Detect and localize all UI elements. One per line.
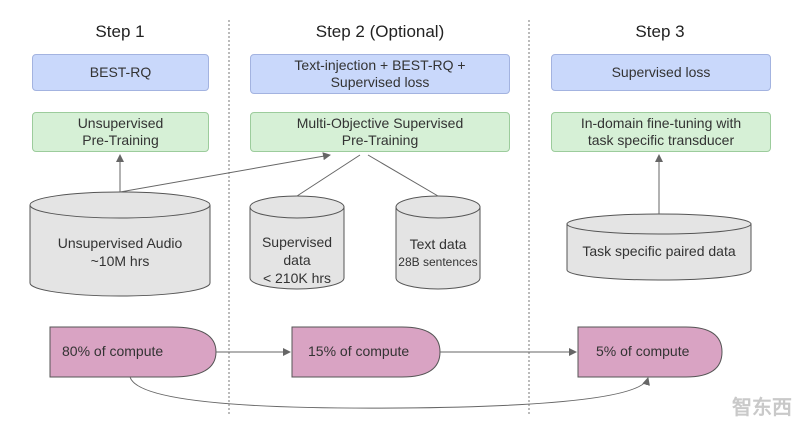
task-specific-label: Task specific paired data bbox=[582, 243, 736, 259]
indomain-label-1: In-domain fine-tuning with bbox=[580, 115, 742, 131]
arrow-audio-to-multi bbox=[119, 152, 331, 193]
best-rq-box: BEST-RQ bbox=[32, 54, 209, 91]
text-injection-label-1: Text-injection + BEST-RQ + bbox=[294, 57, 466, 73]
arrow-text-to-multi bbox=[367, 154, 439, 197]
compute-shape-1 bbox=[49, 326, 217, 378]
text-data-label: Text data 28B sentences bbox=[394, 235, 482, 271]
best-rq-label: BEST-RQ bbox=[89, 64, 152, 80]
step-2-title: Step 2 (Optional) bbox=[315, 22, 445, 41]
indomain-finetuning-box: In-domain fine-tuning with task specific… bbox=[551, 112, 771, 152]
compute-shape-3 bbox=[577, 326, 723, 378]
unsup-audio-line-1: Unsupervised Audio bbox=[57, 235, 183, 251]
watermark-logo: 智东西 bbox=[732, 397, 792, 419]
text-data-line-1: Text data bbox=[409, 236, 467, 252]
text-injection-label-2: Supervised loss bbox=[330, 74, 430, 90]
compute-label-3: 5% of compute bbox=[596, 343, 690, 359]
unsup-pretrain-label-1: Unsupervised bbox=[77, 115, 164, 131]
unsupervised-pretraining-box: Unsupervised Pre-Training bbox=[32, 112, 209, 152]
text-data-line-2: 28B sentences bbox=[398, 255, 478, 269]
unsup-pretrain-label-2: Pre-Training bbox=[82, 132, 159, 148]
compute-label-1: 80% of compute bbox=[62, 343, 164, 359]
unsup-audio-label: Unsupervised Audio ~10M hrs bbox=[30, 234, 210, 270]
supervised-data-line-1: Supervised data bbox=[261, 234, 333, 268]
supervised-loss-label: Supervised loss bbox=[611, 64, 711, 80]
cylinder-unsupervised-audio bbox=[29, 191, 211, 297]
cylinder-text-data bbox=[395, 195, 481, 290]
cylinder-task-specific bbox=[566, 213, 752, 281]
cylinder-supervised-data bbox=[249, 195, 345, 290]
step-1-title: Step 1 bbox=[95, 22, 145, 41]
unsup-audio-line-2: ~10M hrs bbox=[90, 253, 150, 269]
supervised-data-label: Supervised data < 210K hrs bbox=[248, 233, 346, 287]
text-injection-box: Text-injection + BEST-RQ + Supervised lo… bbox=[250, 54, 510, 94]
multi-objective-box: Multi-Objective Supervised Pre-Training bbox=[250, 112, 510, 152]
compute-label-2: 15% of compute bbox=[308, 343, 410, 359]
supervised-data-line-2: < 210K hrs bbox=[262, 270, 332, 286]
arrow-supervised-to-multi bbox=[296, 154, 361, 197]
arrow-compute-1-3-bypass bbox=[129, 376, 650, 409]
indomain-label-2: task specific transducer bbox=[587, 132, 735, 148]
multi-obj-label-1: Multi-Objective Supervised bbox=[296, 115, 464, 131]
supervised-loss-box: Supervised loss bbox=[551, 54, 771, 91]
step-3-title: Step 3 bbox=[635, 22, 685, 41]
multi-obj-label-2: Pre-Training bbox=[341, 132, 419, 148]
compute-shape-2 bbox=[291, 326, 441, 378]
